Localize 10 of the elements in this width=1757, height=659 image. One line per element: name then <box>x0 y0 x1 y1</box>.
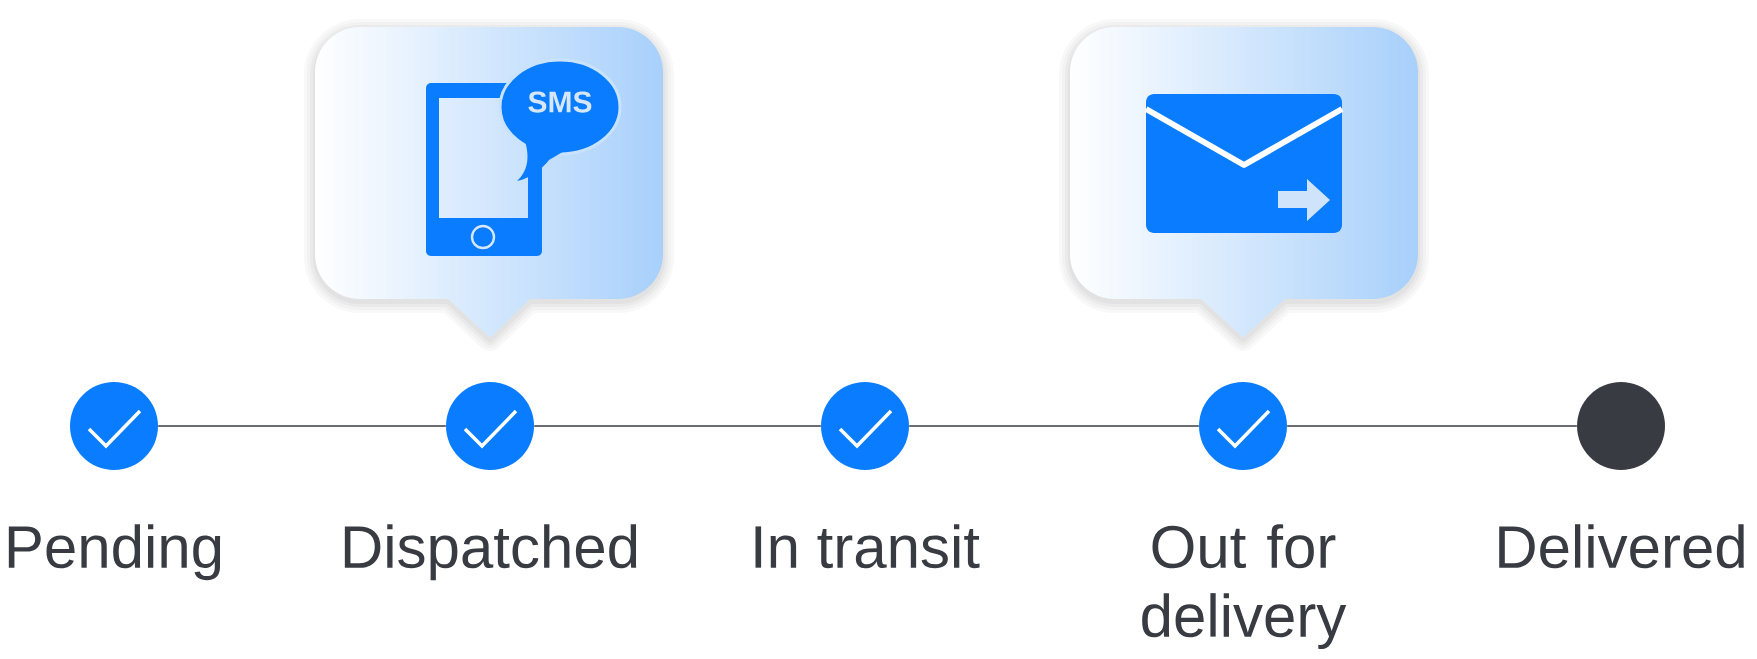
step-label: Out for delivery <box>1142 524 1347 650</box>
step-label: Pending <box>8 524 221 581</box>
connector-line <box>908 425 1200 427</box>
step-label: Delivered <box>1499 524 1744 569</box>
step-label: In transit <box>755 524 980 569</box>
connector-line <box>1286 425 1578 427</box>
icon-label: SMS <box>528 91 592 113</box>
step-label: Dispatched <box>344 524 637 581</box>
connector-line <box>157 425 447 427</box>
connector-line <box>533 425 822 427</box>
